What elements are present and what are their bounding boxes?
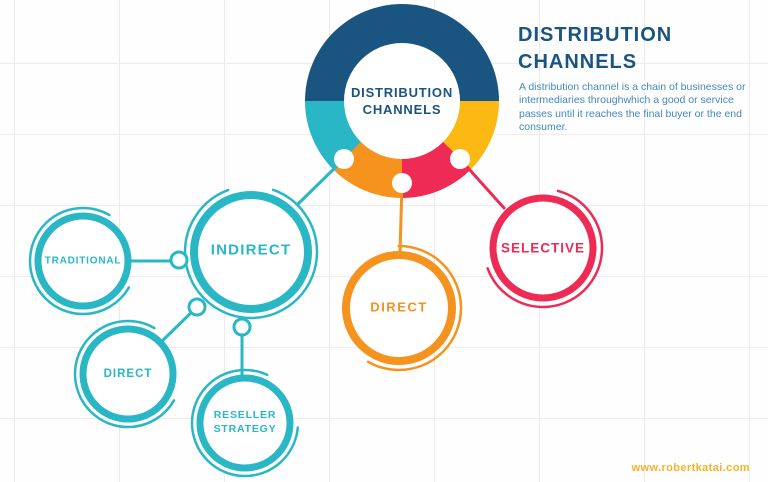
selective-ring: [489, 194, 597, 302]
traditional-outer-arc: [28, 206, 138, 316]
selective-label: SELECTIVE: [500, 240, 586, 256]
junction-node-reseller: [232, 317, 252, 337]
direct-small-ring: [79, 325, 177, 423]
indirect-ring: [190, 191, 312, 313]
junction-node-traditional: [169, 250, 189, 270]
direct-ring: [342, 251, 456, 365]
donut-node-orange-red: [392, 173, 412, 193]
watermark-url: www.robertkatai.com: [631, 462, 750, 474]
page-description: A distribution channel is a chain of bus…: [519, 81, 746, 134]
traditional-ring: [34, 212, 132, 310]
reseller-outer-arc: [190, 368, 300, 478]
reseller-ring: [196, 374, 294, 472]
direct-outer-arc: [335, 244, 463, 372]
junction-node-direct-small: [187, 297, 207, 317]
connector-donut-direct: [398, 181, 404, 255]
indirect-outer-arc: [183, 184, 319, 320]
traditional-label: TRADITIONAL: [44, 255, 122, 267]
donut-center-label: DISTRIBUTION CHANNELS: [350, 85, 454, 117]
direct-small-label: DIRECT: [103, 368, 153, 380]
page-title: DISTRIBUTION CHANNELS: [518, 24, 673, 73]
connector-donut-indirect: [296, 157, 346, 206]
donut-node-teal-orange: [334, 149, 354, 169]
connector-donut-selective: [458, 157, 506, 210]
selective-outer-arc: [482, 187, 604, 309]
direct-small-outer-arc: [73, 319, 183, 429]
indirect-label: INDIRECT: [210, 241, 292, 259]
donut-node-red-yellow: [450, 149, 470, 169]
donut-hole: [344, 43, 460, 159]
reseller-strategy-label: RESELLER STRATEGY: [213, 408, 277, 435]
direct-label: DIRECT: [370, 299, 428, 315]
